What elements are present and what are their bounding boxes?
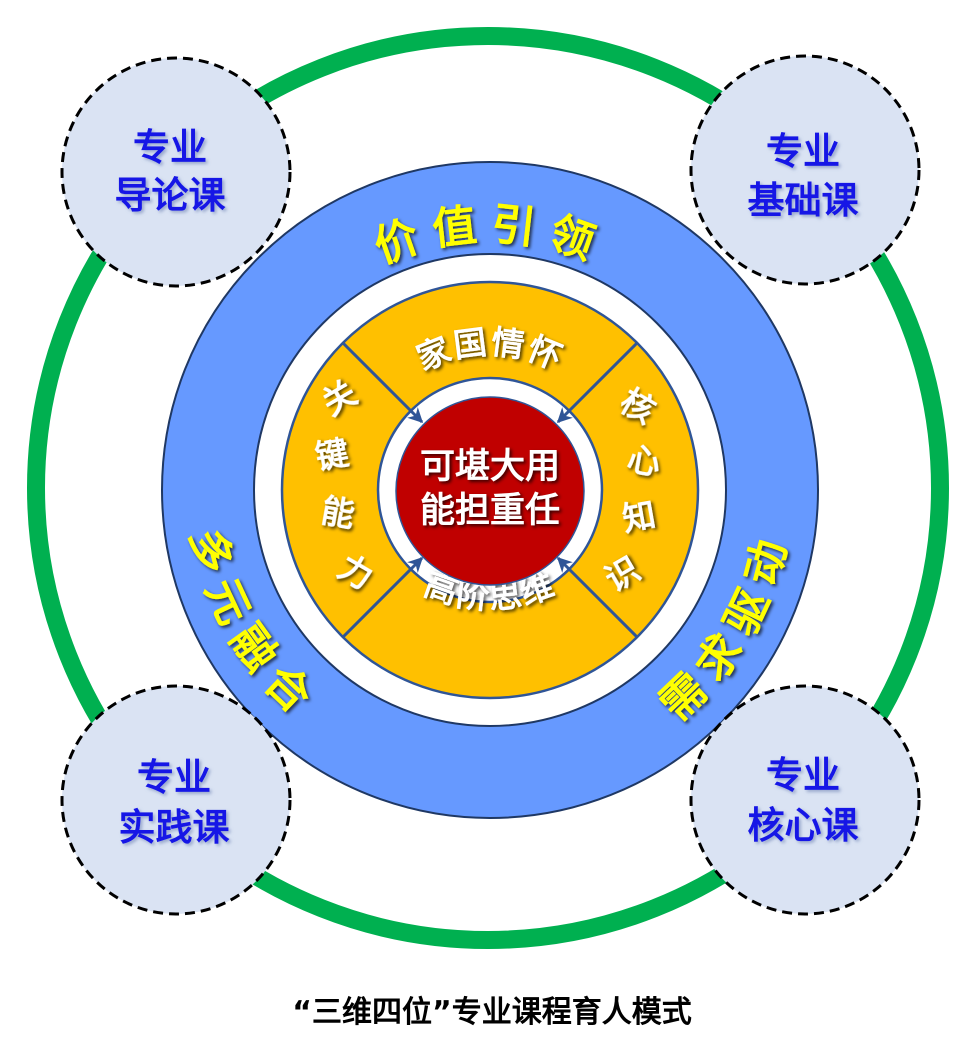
course-circle-practice: 专业 实践课 (60, 684, 292, 916)
course-line1: 专业 (133, 126, 207, 169)
divider-arrow (341, 556, 424, 639)
inner-right-char: 心 (624, 439, 663, 483)
green-outer-ring (27, 27, 949, 949)
course-circle-core: 专业 核心课 (689, 684, 921, 916)
course-circle-basic: 专业 基础课 (689, 54, 921, 286)
course-line1: 专业 (766, 130, 840, 173)
inner-right-char: 知 (619, 495, 658, 539)
course-line1: 专业 (137, 756, 211, 799)
course-line2: 核心课 (748, 804, 860, 847)
inner-left-char: 能 (318, 491, 357, 535)
course-line2: 基础课 (748, 179, 860, 222)
course-line2: 导论课 (115, 174, 227, 217)
core-line1: 可堪大用 (420, 447, 560, 487)
core-circle: 可堪大用 能担重任 (395, 396, 585, 586)
divider-arrow (556, 556, 639, 639)
divider-arrow (556, 341, 639, 424)
course-line1: 专业 (766, 754, 840, 797)
inner-left-char: 键 (312, 433, 351, 477)
diagram-title: “三维四位”专业课程育人模式 (292, 995, 691, 1030)
course-line2: 实践课 (119, 806, 231, 849)
core-line2: 能担重任 (420, 491, 560, 531)
course-circle-intro: 专业 导论课 (60, 56, 292, 288)
divider-arrow (341, 341, 424, 424)
